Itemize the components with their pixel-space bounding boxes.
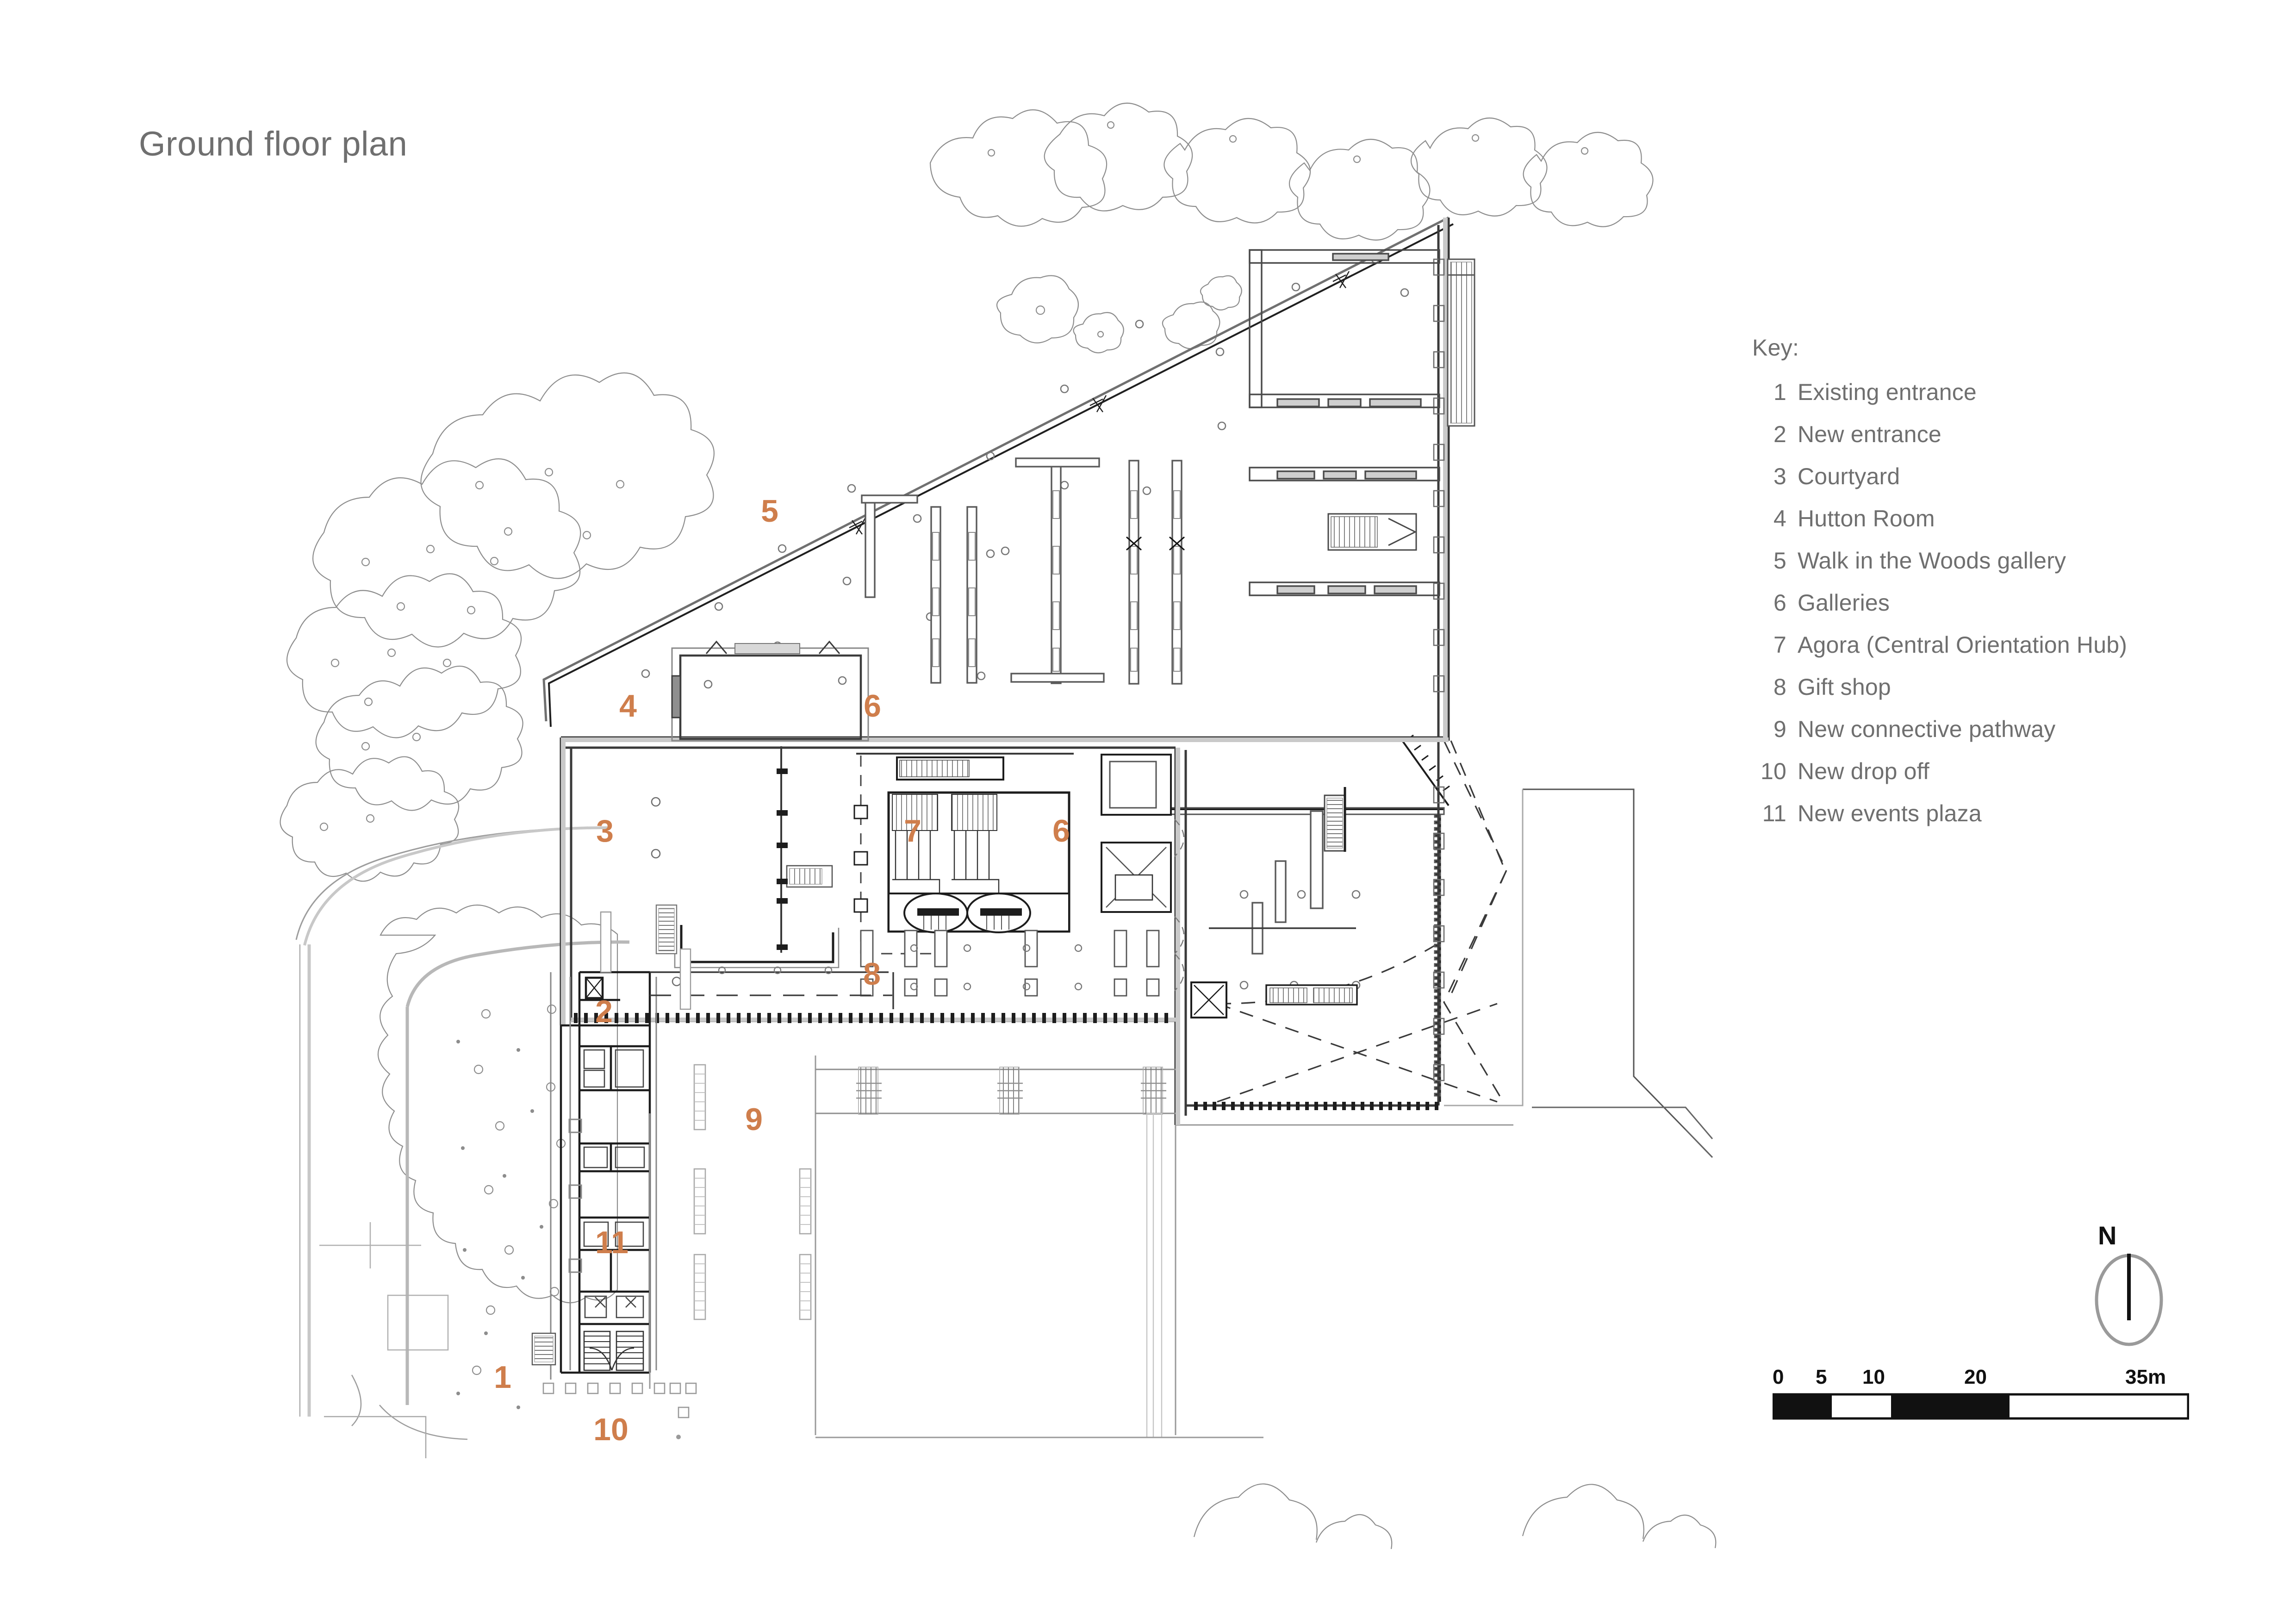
scale-tick-0: 0 [1773, 1366, 1784, 1388]
callout-1: 1 [494, 1360, 511, 1395]
key-label: Hutton Room [1798, 506, 1935, 531]
key-item-5: 5 Walk in the Woods gallery [1752, 547, 2215, 589]
key-item-8: 8 Gift shop [1752, 674, 2215, 716]
key-label: New connective pathway [1798, 716, 2056, 742]
scale-tick-10: 10 [1862, 1366, 1885, 1388]
key-item-6: 6 Galleries [1752, 589, 2215, 631]
key-item-2: 2 New entrance [1752, 421, 2215, 463]
key-number: 4 [1773, 506, 1786, 531]
callout-3: 3 [596, 813, 614, 849]
callout-5: 5 [761, 493, 778, 529]
key-number: 11 [1762, 800, 1786, 826]
tree-canopy-group-west [280, 372, 715, 882]
callout-11: 11 [595, 1225, 628, 1260]
key-label: New entrance [1798, 421, 1941, 447]
key-label: Gift shop [1798, 674, 1891, 700]
key-item-9: 9 New connective pathway [1752, 716, 2215, 758]
tree-canopy-group-north [929, 102, 1654, 354]
key-item-4: 4 Hutton Room [1752, 505, 2215, 547]
key-number: 8 [1773, 674, 1786, 700]
key-number: 9 [1773, 716, 1786, 742]
north-arrow-icon [2095, 1254, 2163, 1346]
key-number: 7 [1773, 632, 1786, 658]
key-item-11: 11 New events plaza [1752, 800, 2215, 842]
key-label: Galleries [1798, 590, 1890, 616]
key-label: Courtyard [1798, 463, 1900, 489]
callout-6-north: 6 [864, 688, 881, 724]
callout-4: 4 [619, 688, 637, 724]
scale-bar-graphic [1773, 1393, 2189, 1420]
key-label: Agora (Central Orientation Hub) [1798, 632, 2128, 658]
scale-tick-35: 35m [2125, 1366, 2166, 1388]
north-label: N [2098, 1221, 2117, 1250]
callout-7: 7 [904, 813, 921, 849]
key-number: 5 [1773, 548, 1786, 574]
key-label: Walk in the Woods gallery [1798, 548, 2066, 574]
landscape-layer [280, 102, 1717, 1549]
key-item-10: 10 New drop off [1752, 758, 2215, 800]
key-item-7: 7 Agora (Central Orientation Hub) [1752, 631, 2215, 674]
key-number: 1 [1773, 379, 1786, 405]
key-item-3: 3 Courtyard [1752, 463, 2215, 505]
scale-tick-5: 5 [1816, 1366, 1827, 1388]
tree-canopy-group-south [1193, 1483, 1717, 1549]
key-label: New drop off [1798, 758, 1929, 784]
callout-2: 2 [595, 994, 613, 1029]
building-layer [531, 218, 1475, 1439]
key-number: 10 [1760, 758, 1786, 784]
callout-8: 8 [863, 956, 881, 992]
key-item-1: 1 Existing entrance [1752, 379, 2215, 421]
callout-9: 9 [745, 1102, 763, 1137]
key-label: Existing entrance [1798, 379, 1977, 405]
callout-6-east: 6 [1052, 813, 1070, 849]
scale-bar: 0 5 10 20 35m [1773, 1366, 2189, 1426]
key-legend: Key: 1 Existing entrance 2 New entrance … [1752, 334, 2215, 842]
scale-tick-20: 20 [1964, 1366, 1987, 1388]
key-number: 6 [1773, 590, 1786, 616]
planting-bed-southwest [377, 905, 618, 1409]
key-number: 3 [1773, 463, 1786, 489]
key-label: New events plaza [1798, 800, 1982, 826]
callout-10: 10 [593, 1412, 628, 1447]
page-title: Ground floor plan [139, 125, 408, 163]
key-heading: Key: [1752, 335, 1799, 361]
key-number: 2 [1773, 421, 1786, 447]
